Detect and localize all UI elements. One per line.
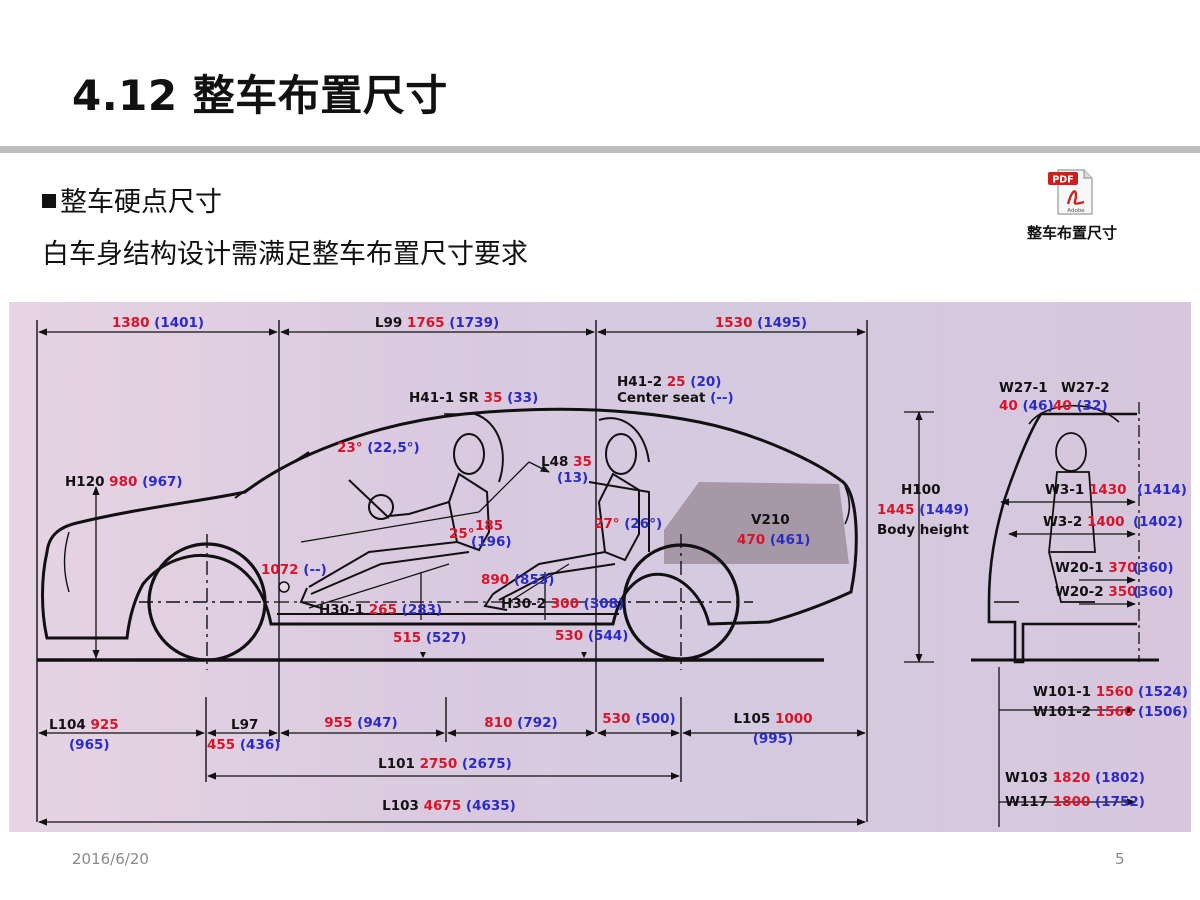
bottom-dimension-arrows: [38, 729, 866, 826]
trunk-volume-shading: [664, 482, 849, 564]
footer-date: 2016/6/20: [72, 850, 149, 868]
section-heading-text: 整车硬点尺寸: [60, 187, 222, 218]
pdf-attachment[interactable]: PDF Adobe 整车布置尺寸: [1012, 168, 1132, 248]
extension-lines: [36, 320, 868, 822]
dim-rear-top: 1530 (1495): [715, 315, 807, 331]
callout-h41-2: H41-2 25 (20): [617, 374, 721, 390]
driver-manikin: [299, 413, 504, 609]
dim-l104: L104 925: [49, 717, 119, 733]
rear-w20-2: W20-2 350: [1055, 584, 1137, 600]
headlamp-line: [63, 531, 70, 593]
rear-view-outline: [987, 402, 1140, 664]
rear-w101-2: W101-2 1560 (1506): [1033, 704, 1188, 720]
dim-l103: L103 4675 (4635): [382, 798, 516, 814]
vehicle-layout-svg: 1380 (1401) L99 1765 (1739) 1530 (1495) H41…: [36, 315, 1188, 827]
pdf-attachment-label: 整车布置尺寸: [1026, 224, 1117, 242]
rear-w117: W117 1800 (1752): [1005, 794, 1145, 810]
rear-w27-2: W27-2: [1061, 380, 1110, 396]
rear-wheel: [609, 534, 753, 670]
callout-h120: H120 980 (967): [65, 474, 183, 490]
dim-810: 810 (792): [484, 715, 557, 731]
front-wheel: [139, 534, 275, 670]
dim-l105-ref: (995): [753, 731, 794, 747]
callout-h100: H100: [901, 482, 940, 498]
callout-l48-value: (13): [557, 470, 588, 486]
title-divider: [0, 146, 1200, 153]
section-heading: 整车硬点尺寸: [42, 180, 222, 219]
callout-l48: L48 35: [541, 454, 592, 470]
callout-angle-27: 27° (26°): [594, 516, 662, 532]
callout-196: (196): [471, 534, 512, 550]
callout-v210: V210: [751, 512, 790, 528]
rear-w20-1: W20-1 370: [1055, 560, 1137, 576]
reference-geometry: [300, 461, 570, 620]
callout-body-height: Body height: [877, 522, 969, 538]
adobe-brand-text: Adobe: [1067, 208, 1085, 214]
slide-subtitle: 白车身结构设计需满足整车布置尺寸要求: [42, 239, 528, 270]
callout-v210-value: 470 (461): [737, 532, 810, 548]
windshield-base-line: [234, 451, 310, 499]
dimension-labels: 1380 (1401) L99 1765 (1739) 1530 (1495) H41…: [49, 315, 1188, 814]
callout-angle-23: 23° (22,5°): [337, 440, 420, 456]
dim-l99: L99 1765 (1739): [375, 315, 499, 331]
callout-1072: 1072 (--): [261, 562, 327, 578]
rear-w3-1-ref: (1414): [1137, 482, 1187, 498]
rear-lamp-line: [844, 485, 851, 525]
rear-w27-1-value: 40 (46): [999, 398, 1054, 414]
pdf-badge-text: PDF: [1052, 175, 1073, 186]
callout-890: 890 (853): [481, 572, 554, 588]
dim-530: 530 (500): [602, 711, 675, 727]
rear-passenger-manikin: [483, 417, 650, 611]
rear-w27-1: W27-1: [999, 380, 1048, 396]
callout-center-seat: Center seat (--): [617, 390, 734, 406]
callout-h30-2: H30-2 300 (308): [501, 596, 624, 612]
dim-front-overhang: 1380 (1401): [112, 315, 204, 331]
callout-h41-1: H41-1 SR 35 (33): [409, 390, 538, 406]
ground-markers: [420, 652, 587, 658]
square-bullet-icon: [42, 194, 56, 208]
footer-page-number: 5: [1115, 850, 1125, 868]
rear-view-dim-lines: [998, 498, 1136, 827]
rear-w27-2-value: 40 (32): [1053, 398, 1108, 414]
callout-185: 185: [475, 518, 503, 534]
rear-w20-1-ref: (360): [1133, 560, 1174, 576]
pdf-file-icon: PDF Adobe: [1048, 169, 1093, 215]
slide-title: 4.12 整车布置尺寸: [72, 71, 448, 120]
callout-530: 530 (544): [555, 628, 628, 644]
dim-l105: L105 1000: [733, 711, 812, 727]
dim-l101: L101 2750 (2675): [378, 756, 512, 772]
dim-l97-value: 455 (436): [207, 737, 280, 753]
callout-h30-1: H30-1 265 (283): [319, 602, 442, 618]
dim-l97: L97: [231, 717, 258, 733]
pedal-reference-point: [278, 581, 290, 593]
rear-w20-2-ref: (360): [1133, 584, 1174, 600]
vehicle-layout-drawing: 1380 (1401) L99 1765 (1739) 1530 (1495) H41…: [9, 302, 1191, 832]
rear-w3-2-ref: (1402): [1133, 514, 1183, 530]
rear-w3-1: W3-1 1430: [1045, 482, 1127, 498]
callout-h100-value: 1445 (1449): [877, 502, 969, 518]
dim-l104-ref: (965): [69, 737, 110, 753]
callout-angle-25: 25°: [449, 526, 475, 542]
callout-515: 515 (527): [393, 630, 466, 646]
dim-955: 955 (947): [324, 715, 397, 731]
rear-w3-2: W3-2 1400: [1043, 514, 1125, 530]
rear-w103: W103 1820 (1802): [1005, 770, 1145, 786]
rear-w101-1: W101-1 1560 (1524): [1033, 684, 1188, 700]
